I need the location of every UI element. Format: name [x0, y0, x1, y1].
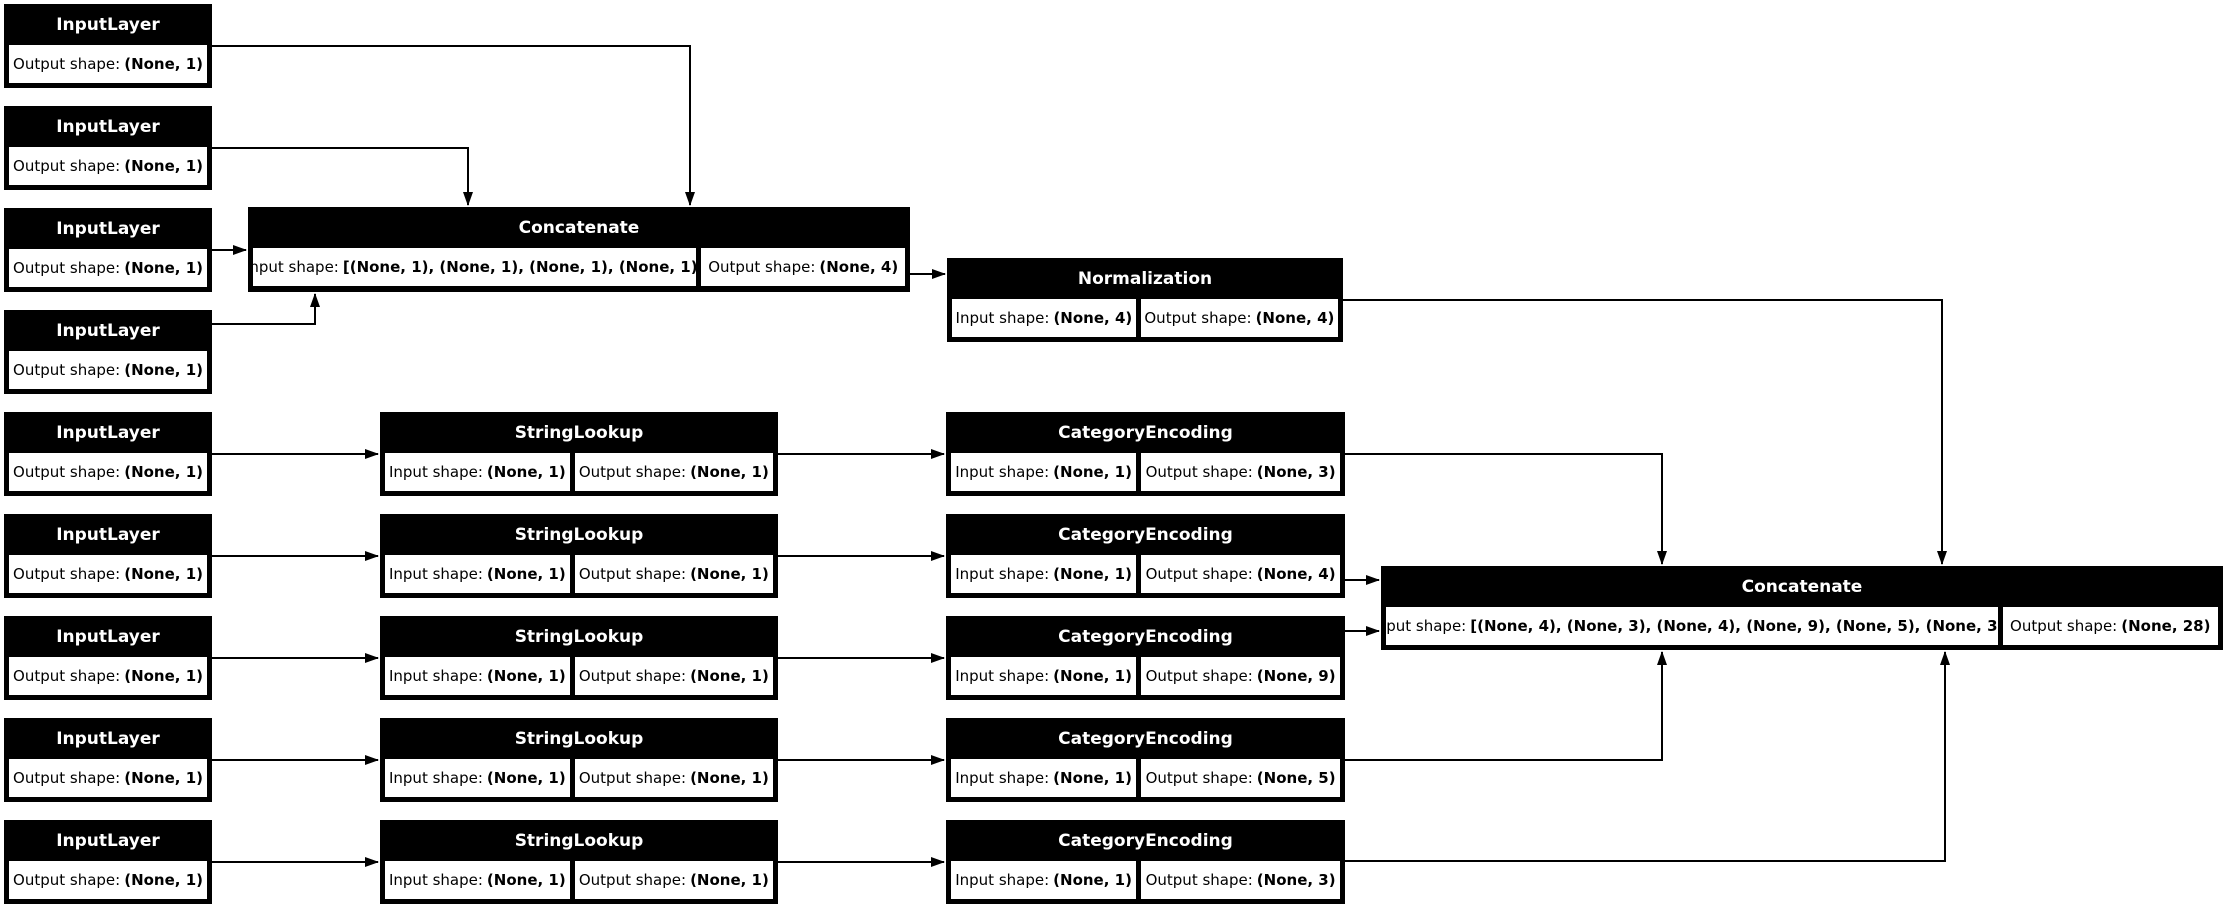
- node-concatenate-2: Concatenate Input shape:[(None, 4), (Non…: [1381, 566, 2223, 650]
- node-stringlookup-5: StringLookup Input shape:(None, 1) Outpu…: [380, 820, 778, 904]
- node-title: CategoryEncoding: [1058, 626, 1233, 647]
- output-shape-cell: Output shape:(None, 1): [9, 147, 207, 185]
- node-categoryencoding-2: CategoryEncoding Input shape:(None, 1) O…: [946, 514, 1345, 598]
- node-inputlayer-3: InputLayer Output shape:(None, 1): [4, 208, 212, 292]
- output-shape-cell: Output shape:(None, 1): [9, 555, 207, 593]
- edge-encoding4-to-concat2: [1345, 651, 1667, 761]
- node-title: CategoryEncoding: [1058, 422, 1233, 443]
- input-shape-cell: Input shape:(None, 1): [385, 759, 570, 797]
- input-shape-cell: Input shape:(None, 1): [385, 861, 570, 899]
- output-shape-cell: Output shape:(None, 4): [1141, 555, 1340, 593]
- input-shape-cell: Input shape:(None, 1): [385, 453, 570, 491]
- node-inputlayer-4: InputLayer Output shape:(None, 1): [4, 310, 212, 394]
- output-shape-cell: Output shape:(None, 1): [9, 45, 207, 83]
- input-shape-cell: Input shape:(None, 1): [951, 861, 1137, 899]
- node-title: CategoryEncoding: [1058, 524, 1233, 545]
- edge-input4-to-concat1: [212, 293, 320, 325]
- node-title: StringLookup: [514, 830, 644, 851]
- node-title: InputLayer: [56, 218, 160, 239]
- input-shape-cell: Input shape:(None, 1): [951, 657, 1137, 695]
- node-title: CategoryEncoding: [1058, 728, 1233, 749]
- input-shape-cell: Input shape:(None, 1): [951, 555, 1137, 593]
- node-categoryencoding-3: CategoryEncoding Input shape:(None, 1) O…: [946, 616, 1345, 700]
- node-normalization: Normalization Input shape:(None, 4) Outp…: [947, 258, 1343, 342]
- node-title: StringLookup: [514, 728, 644, 749]
- node-stringlookup-4: StringLookup Input shape:(None, 1) Outpu…: [380, 718, 778, 802]
- node-title: InputLayer: [56, 830, 160, 851]
- output-shape-cell: Output shape:(None, 4): [1140, 299, 1338, 337]
- node-title: InputLayer: [56, 14, 160, 35]
- node-inputlayer-7: InputLayer Output shape:(None, 1): [4, 616, 212, 700]
- edge-input2-to-concat1: [212, 147, 473, 206]
- output-shape-cell: Output shape:(None, 1): [574, 861, 773, 899]
- output-shape-cell: Output shape:(None, 1): [574, 657, 773, 695]
- output-shape-cell: Output shape:(None, 1): [9, 249, 207, 287]
- node-title: CategoryEncoding: [1058, 830, 1233, 851]
- output-shape-cell: Output shape:(None, 1): [9, 453, 207, 491]
- output-shape-cell: Output shape:(None, 1): [9, 657, 207, 695]
- edge-input1-to-concat1: [212, 45, 695, 206]
- node-stringlookup-1: StringLookup Input shape:(None, 1) Outpu…: [380, 412, 778, 496]
- edge-encoding1-to-concat2: [1345, 453, 1667, 565]
- node-concatenate-1: Concatenate Input shape:[(None, 1), (Non…: [248, 207, 910, 292]
- node-title: InputLayer: [56, 626, 160, 647]
- input-shape-cell: Input shape:(None, 4): [952, 299, 1136, 337]
- node-inputlayer-5: InputLayer Output shape:(None, 1): [4, 412, 212, 496]
- output-shape-cell: Output shape:(None, 3): [1141, 453, 1340, 491]
- input-shape-cell: Input shape:[(None, 4), (None, 3), (None…: [1386, 607, 1998, 645]
- node-title: InputLayer: [56, 116, 160, 137]
- node-title: InputLayer: [56, 320, 160, 341]
- node-title: StringLookup: [514, 422, 644, 443]
- node-categoryencoding-5: CategoryEncoding Input shape:(None, 1) O…: [946, 820, 1345, 904]
- node-inputlayer-1: InputLayer Output shape:(None, 1): [4, 4, 212, 88]
- output-shape-cell: Output shape:(None, 1): [9, 861, 207, 899]
- input-shape-cell: Input shape:[(None, 1), (None, 1), (None…: [253, 248, 697, 286]
- node-title: InputLayer: [56, 728, 160, 749]
- output-shape-cell: Output shape:(None, 28): [2002, 607, 2218, 645]
- output-shape-cell: Output shape:(None, 1): [574, 453, 773, 491]
- node-inputlayer-2: InputLayer Output shape:(None, 1): [4, 106, 212, 190]
- input-shape-cell: Input shape:(None, 1): [385, 657, 570, 695]
- output-shape-cell: Output shape:(None, 1): [574, 555, 773, 593]
- output-shape-cell: Output shape:(None, 3): [1141, 861, 1340, 899]
- input-shape-cell: Input shape:(None, 1): [951, 453, 1137, 491]
- output-shape-cell: Output shape:(None, 1): [9, 759, 207, 797]
- output-shape-cell: Output shape:(None, 4): [701, 248, 905, 286]
- node-inputlayer-8: InputLayer Output shape:(None, 1): [4, 718, 212, 802]
- output-shape-cell: Output shape:(None, 1): [9, 351, 207, 389]
- edge-encoding5-to-concat2: [1345, 651, 1950, 862]
- input-shape-cell: Input shape:(None, 1): [385, 555, 570, 593]
- node-title: Concatenate: [518, 217, 640, 238]
- node-title: Normalization: [1077, 268, 1213, 289]
- output-shape-cell: Output shape:(None, 1): [574, 759, 773, 797]
- node-inputlayer-6: InputLayer Output shape:(None, 1): [4, 514, 212, 598]
- output-shape-cell: Output shape:(None, 9): [1141, 657, 1340, 695]
- node-title: InputLayer: [56, 422, 160, 443]
- node-categoryencoding-4: CategoryEncoding Input shape:(None, 1) O…: [946, 718, 1345, 802]
- node-title: InputLayer: [56, 524, 160, 545]
- node-inputlayer-9: InputLayer Output shape:(None, 1): [4, 820, 212, 904]
- node-title: StringLookup: [514, 524, 644, 545]
- node-title: StringLookup: [514, 626, 644, 647]
- edge-normalization-to-concat2: [1343, 299, 1947, 565]
- node-stringlookup-2: StringLookup Input shape:(None, 1) Outpu…: [380, 514, 778, 598]
- node-categoryencoding-1: CategoryEncoding Input shape:(None, 1) O…: [946, 412, 1345, 496]
- node-stringlookup-3: StringLookup Input shape:(None, 1) Outpu…: [380, 616, 778, 700]
- input-shape-cell: Input shape:(None, 1): [951, 759, 1137, 797]
- node-title: Concatenate: [1741, 576, 1863, 597]
- output-shape-cell: Output shape:(None, 5): [1141, 759, 1340, 797]
